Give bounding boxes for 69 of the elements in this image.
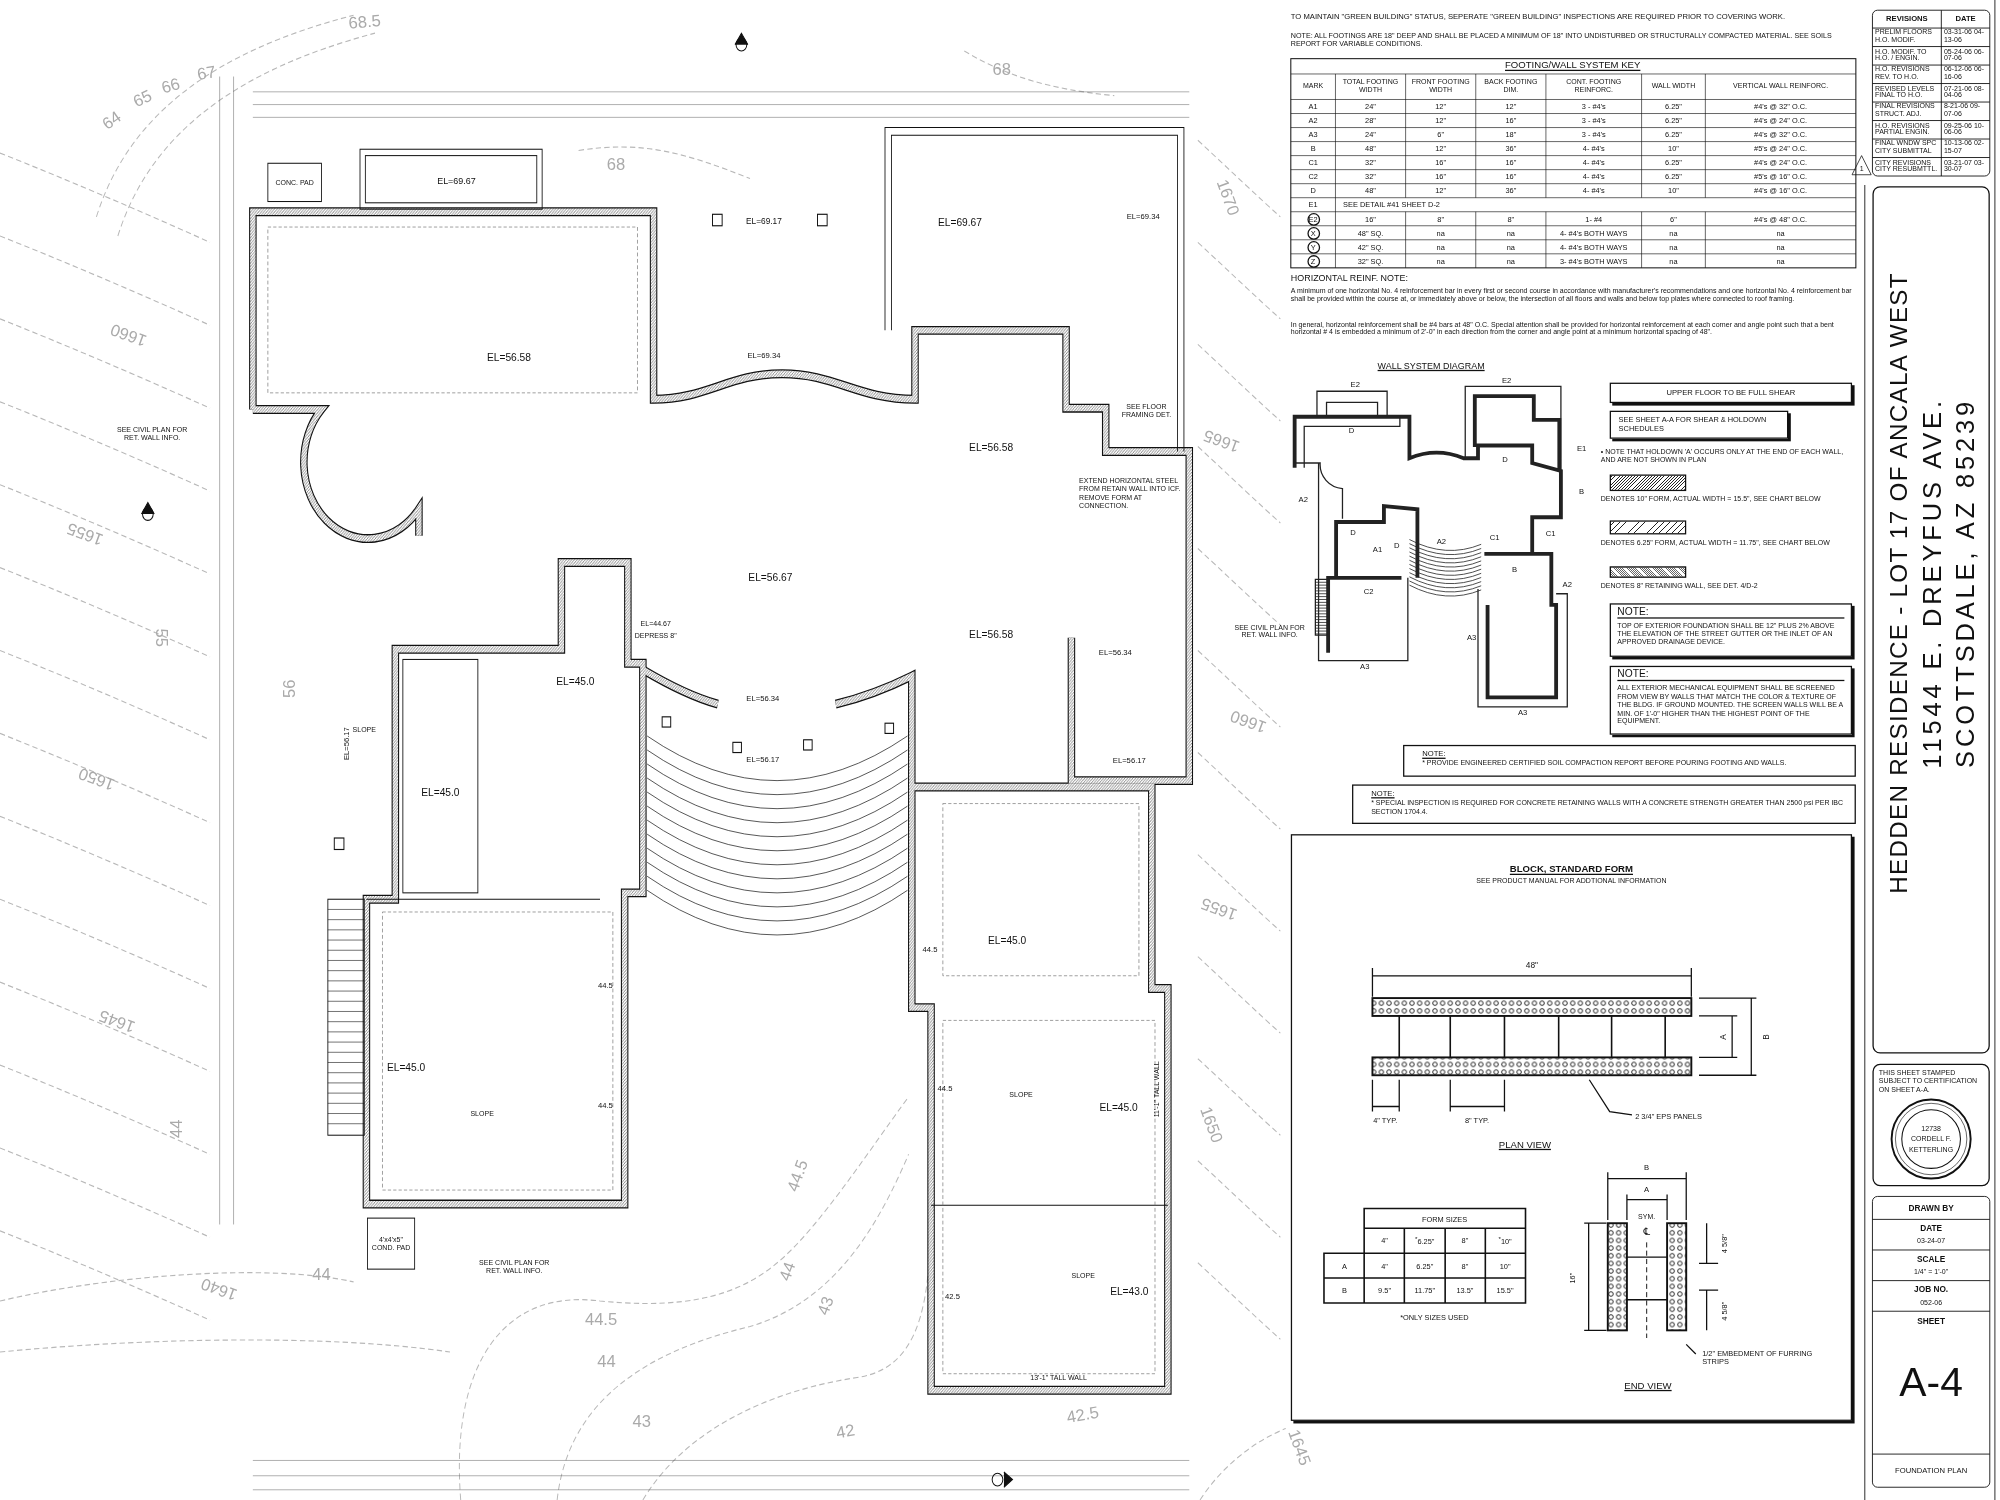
contour-label: 1655 xyxy=(1198,893,1240,924)
elevation-label: EL=45.0 xyxy=(421,787,460,800)
contour-label: 1650 xyxy=(1195,1104,1226,1146)
contour-label: 67 xyxy=(196,63,218,85)
contour-label: 1660 xyxy=(108,319,150,350)
note-box xyxy=(1609,665,1853,735)
title-block-heading: DATE xyxy=(1920,1223,1943,1234)
title-block-heading: DRAWN BY xyxy=(1908,1203,1954,1213)
contour-label: 1650 xyxy=(75,762,117,794)
contour-label: 1670 xyxy=(1211,177,1243,219)
detail-panel xyxy=(1290,834,1853,1421)
contour-label: 56 xyxy=(281,679,301,698)
contour-label: 44 xyxy=(312,1266,331,1286)
contour-label: 64 xyxy=(99,108,126,135)
panel-title: BLOCK, STANDARD FORM xyxy=(1508,864,1634,877)
elevation-label: EL=69.67 xyxy=(437,176,476,187)
table-title: FOOTING/WALL SYSTEM KEY xyxy=(1505,60,1641,72)
elevation-label: EL=45.0 xyxy=(1099,1102,1138,1115)
elevation-label: EL=45.0 xyxy=(988,935,1027,948)
contour-label: 1645 xyxy=(1283,1427,1314,1469)
contour-label: 68 xyxy=(606,156,626,176)
project-title-strip xyxy=(1872,186,1990,1054)
contour-label: 1645 xyxy=(97,1005,139,1036)
contour-label: 1655 xyxy=(65,518,107,549)
section-heading: HORIZONTAL REINF. NOTE: xyxy=(1290,272,1408,284)
note-heading: NOTE: xyxy=(1617,607,1845,620)
contour-label: 44 xyxy=(167,1119,187,1139)
contour-label: 1660 xyxy=(1227,705,1269,736)
elevation-label: EL=56.58 xyxy=(969,441,1014,454)
contour-label: 42 xyxy=(834,1421,857,1444)
view-title: END VIEW xyxy=(1624,1380,1672,1392)
elevation-label: EL=56.58 xyxy=(486,352,531,365)
project-title: HEDDEN RESIDENCE - LOT 17 OF ANCALA WEST xyxy=(1884,272,1913,894)
contour-label: 1665 xyxy=(1200,424,1242,456)
view-title: PLAN VIEW xyxy=(1498,1139,1551,1151)
contour-label: 43 xyxy=(815,1294,840,1319)
contour-label: 68.5 xyxy=(347,12,382,34)
dimension-text: 48" xyxy=(1525,960,1538,970)
project-address: 11544 E. DREYFUS AVE. xyxy=(1917,397,1948,769)
elevation-label: EL=45.0 xyxy=(386,1061,426,1074)
elevation-label: EL=69.67 xyxy=(938,217,982,230)
centerline-symbol: ℄ xyxy=(1643,1225,1650,1238)
contour-label: 55 xyxy=(151,628,171,647)
dimension-text: B xyxy=(1761,1033,1771,1040)
elevation-label: EL=56.67 xyxy=(748,571,793,584)
contour-label: 44.5 xyxy=(783,1157,813,1195)
title-block-heading: SHEET xyxy=(1917,1316,1945,1327)
title-block-heading: JOB NO. xyxy=(1914,1284,1949,1295)
diagram-heading: WALL SYSTEM DIAGRAM xyxy=(1377,360,1485,372)
contour-label: 68 xyxy=(992,60,1011,80)
contour-label: 44.5 xyxy=(584,1310,618,1330)
contour-label: 1640 xyxy=(199,1273,241,1304)
contour-label: 44 xyxy=(597,1352,616,1372)
elevation-label: EL=69.17 xyxy=(746,215,782,226)
notice-box xyxy=(1609,382,1853,404)
project-address: SCOTTSDALE, AZ 85239 xyxy=(1950,397,1981,768)
contour-label: 44 xyxy=(776,1259,801,1284)
elevation-label: EL=45.0 xyxy=(556,676,595,689)
elevation-label: EL=56.58 xyxy=(969,629,1014,642)
contour-label: 42.5 xyxy=(1065,1403,1101,1428)
title-block-heading: SCALE xyxy=(1917,1254,1946,1264)
notice-box xyxy=(1609,410,1789,439)
dimension-text: A xyxy=(1717,1033,1728,1040)
elevation-label: EL=43.0 xyxy=(1110,1286,1149,1298)
contour-label: 65 xyxy=(130,86,155,112)
note-heading: NOTE: xyxy=(1617,669,1845,682)
contour-label: 66 xyxy=(160,75,183,99)
contour-label: 43 xyxy=(632,1412,651,1432)
sheet-number: A-4 xyxy=(1899,1359,1963,1407)
